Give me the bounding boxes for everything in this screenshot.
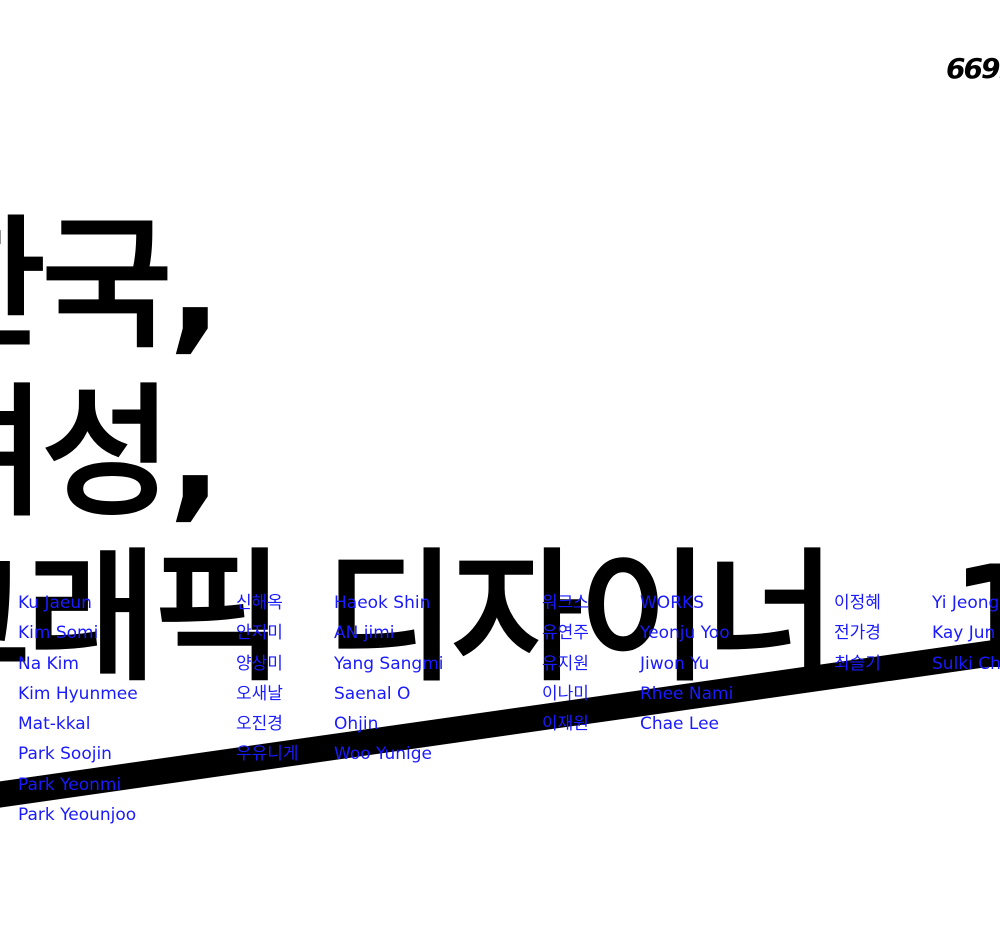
designer-link[interactable]: 오새날 [236,683,283,704]
designer-link[interactable]: Saenal O [334,683,411,704]
designer-link[interactable]: Rhee Nami [640,683,734,704]
designer-link[interactable]: 양상미 [236,653,283,674]
designer-link[interactable]: AN jimi [334,623,395,644]
designer-link[interactable]: 신해옥 [236,593,283,613]
designer-link[interactable]: Park Soojin [18,744,112,765]
designer-link[interactable]: Sulki Choi [932,653,1000,674]
brand-logo[interactable]: 6699 [946,52,1000,85]
designer-link[interactable]: Kim Somi [18,623,99,644]
designer-link[interactable]: 유연주 [542,623,589,644]
designer-link[interactable]: Kim Hyunmee [18,683,138,704]
headline-line-2: 여성, [0,371,222,536]
designer-link[interactable]: Woo Yunige [334,744,432,765]
designer-link[interactable]: Chae Lee [640,714,720,735]
designer-column-7: Yi Jeonghye Kay Jun Sulki Choi [932,588,1000,679]
designer-link[interactable]: 오진경 [236,714,283,735]
headline-line-1: 한국, [0,203,222,368]
designer-column-1: Ku Jaeun Kim Somi Na Kim Kim Hyunmee Mat… [18,588,138,830]
designer-link[interactable]: WORKS [640,593,704,613]
designer-link[interactable]: Mat-kkal [18,714,91,735]
designer-link[interactable]: 이정혜 [834,593,881,613]
designer-column-4: 워크스 유연주 유지원 이나미 이재원 [542,588,589,739]
designer-link[interactable]: 우유니게 [236,744,299,765]
designer-link[interactable]: Jiwon Yu [640,653,710,674]
designer-column-6: 이정혜 전가경 최슬기 [834,588,881,679]
designer-column-2: 신해옥 안지미 양상미 오새날 오진경 우유니게 [236,588,299,770]
designer-link[interactable]: Park Yeounjoo [18,805,137,826]
designer-link[interactable]: Ku Jaeun [18,593,92,613]
designer-link[interactable]: 유지원 [542,653,589,674]
headline-line-3: 그래픽 디자이너 [0,536,836,701]
designer-link[interactable]: 이나미 [542,683,589,704]
designer-column-3: Haeok Shin AN jimi Yang Sangmi Saenal O … [334,588,444,770]
designer-link[interactable]: 이재원 [542,714,589,735]
designer-link[interactable]: Haeok Shin [334,593,431,613]
designer-link[interactable]: 최슬기 [834,653,881,674]
designer-link[interactable]: 전가경 [834,623,881,644]
designer-link[interactable]: Yang Sangmi [334,653,444,674]
designer-column-5: WORKS Yeonju Yoo Jiwon Yu Rhee Nami Chae… [640,588,733,739]
designer-link[interactable]: Park Yeonmi [18,774,122,795]
designer-link[interactable]: Na Kim [18,653,79,674]
designer-link[interactable]: 워크스 [542,593,589,613]
designer-link[interactable]: Yi Jeonghye [932,593,1000,613]
designer-link[interactable]: Ohjin [334,714,379,735]
designer-link[interactable]: Yeonju Yoo [640,623,730,644]
designer-link[interactable]: 안지미 [236,623,283,644]
designer-link[interactable]: Kay Jun [932,623,996,644]
